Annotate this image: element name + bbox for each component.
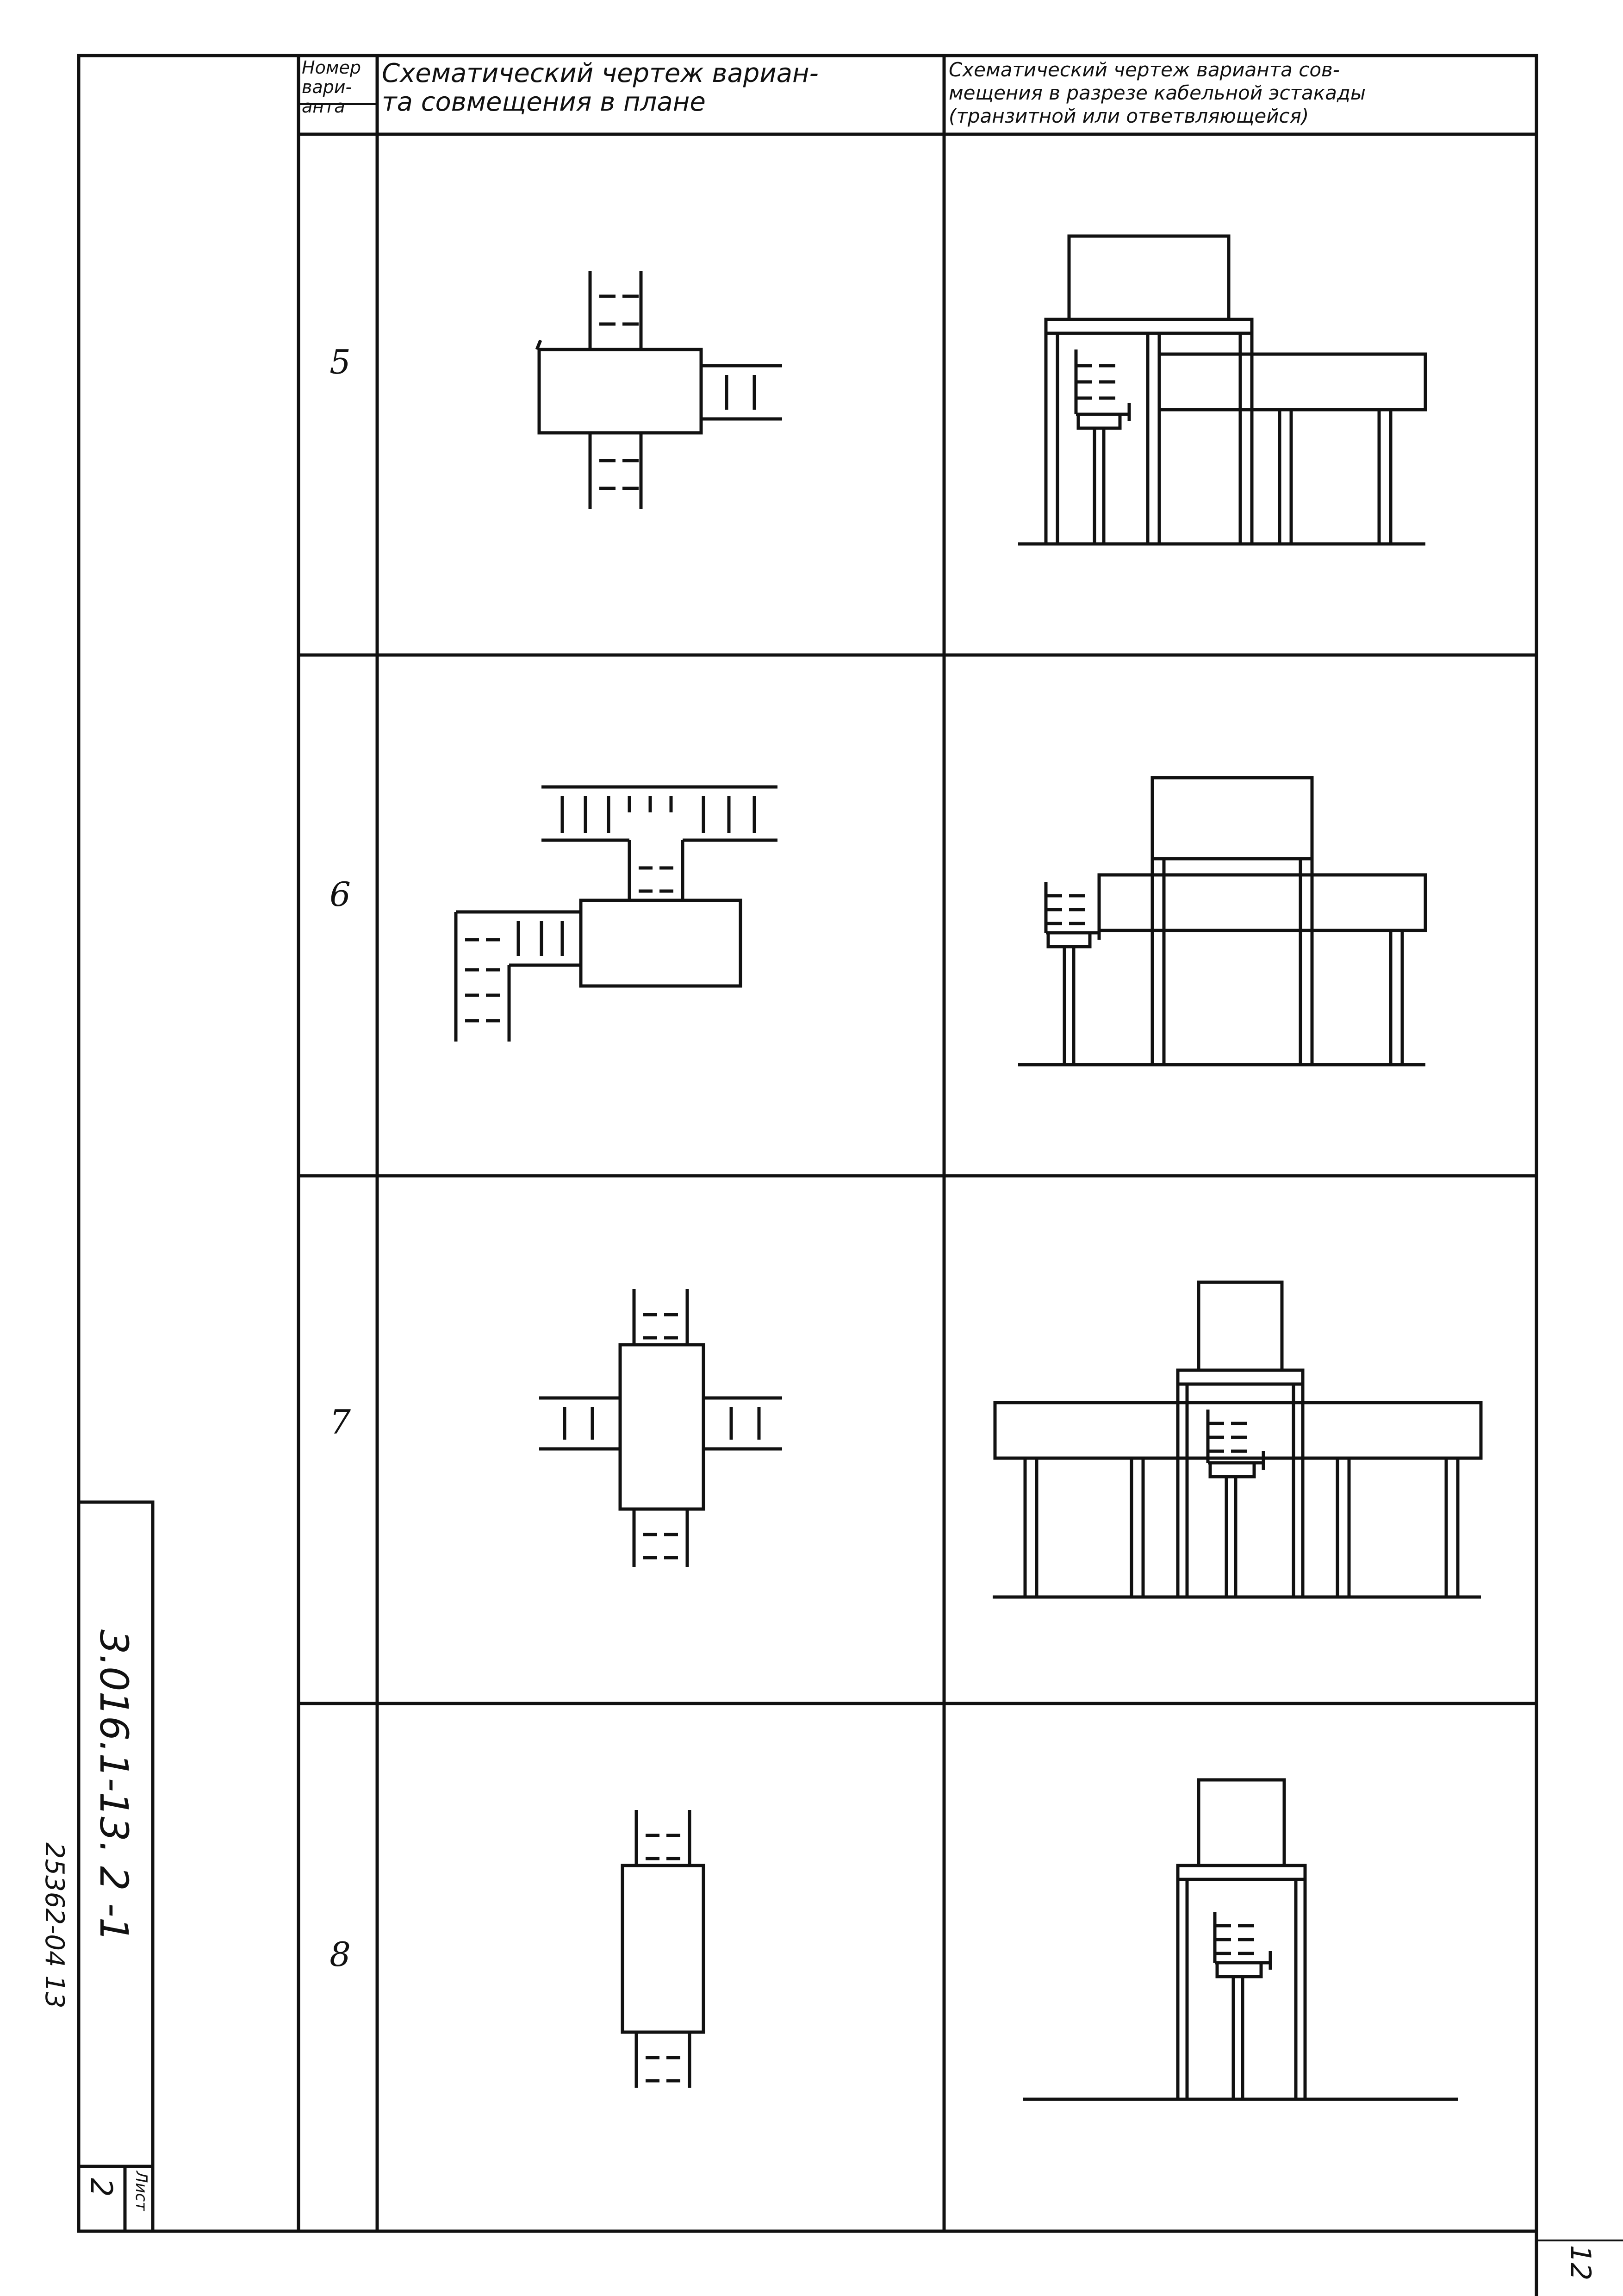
side-stamp [77,1500,155,2233]
variant-7-section [993,1280,1483,1599]
header-section-line-2: мещения в разрезе кабельной эстакады [949,81,1366,104]
variant-6-section [1018,776,1427,1067]
document-designation: 3.016.1-13. 2 -1 [91,1629,137,1942]
sheet-number: 2 [84,2178,118,2197]
header-section-line-1: Схематический чертеж варианта сов- [949,58,1340,81]
header-number-line-2: вари- [302,77,352,97]
header-number-col: Номер вари- анта [302,58,361,116]
table-grid [297,54,1538,2233]
inventory-number: 25362-04 13 [39,1842,69,2009]
header-section-line-3: (транзитной или ответвляющейся) [949,105,1309,127]
variant-number-7: 7 [330,1403,351,1441]
variant-7-plan [539,1289,782,1567]
variant-6-plan [454,785,777,1042]
variant-number-5: 5 [330,343,351,381]
variant-8-plan [621,1810,705,2088]
sheet-label: Лист [132,2171,150,2211]
header-number-line-3: анта [302,96,345,117]
header-plan-col: Схематический чертеж вариан- та совмещен… [382,59,819,117]
header-section-col: Схематический чертеж варианта сов- мещен… [949,58,1366,128]
header-number-line-1: Номер [302,57,361,78]
variant-5-section [1018,234,1427,546]
variant-number-6: 6 [330,875,351,914]
header-plan-line-2: та совмещения в плане [382,87,706,117]
page-number: 12 [1564,2245,1597,2281]
header-plan-line-1: Схематический чертеж вариан- [382,58,819,88]
variant-number-8: 8 [330,1935,351,1974]
variant-8-section [1023,1778,1458,2101]
variant-5-plan [535,271,782,509]
